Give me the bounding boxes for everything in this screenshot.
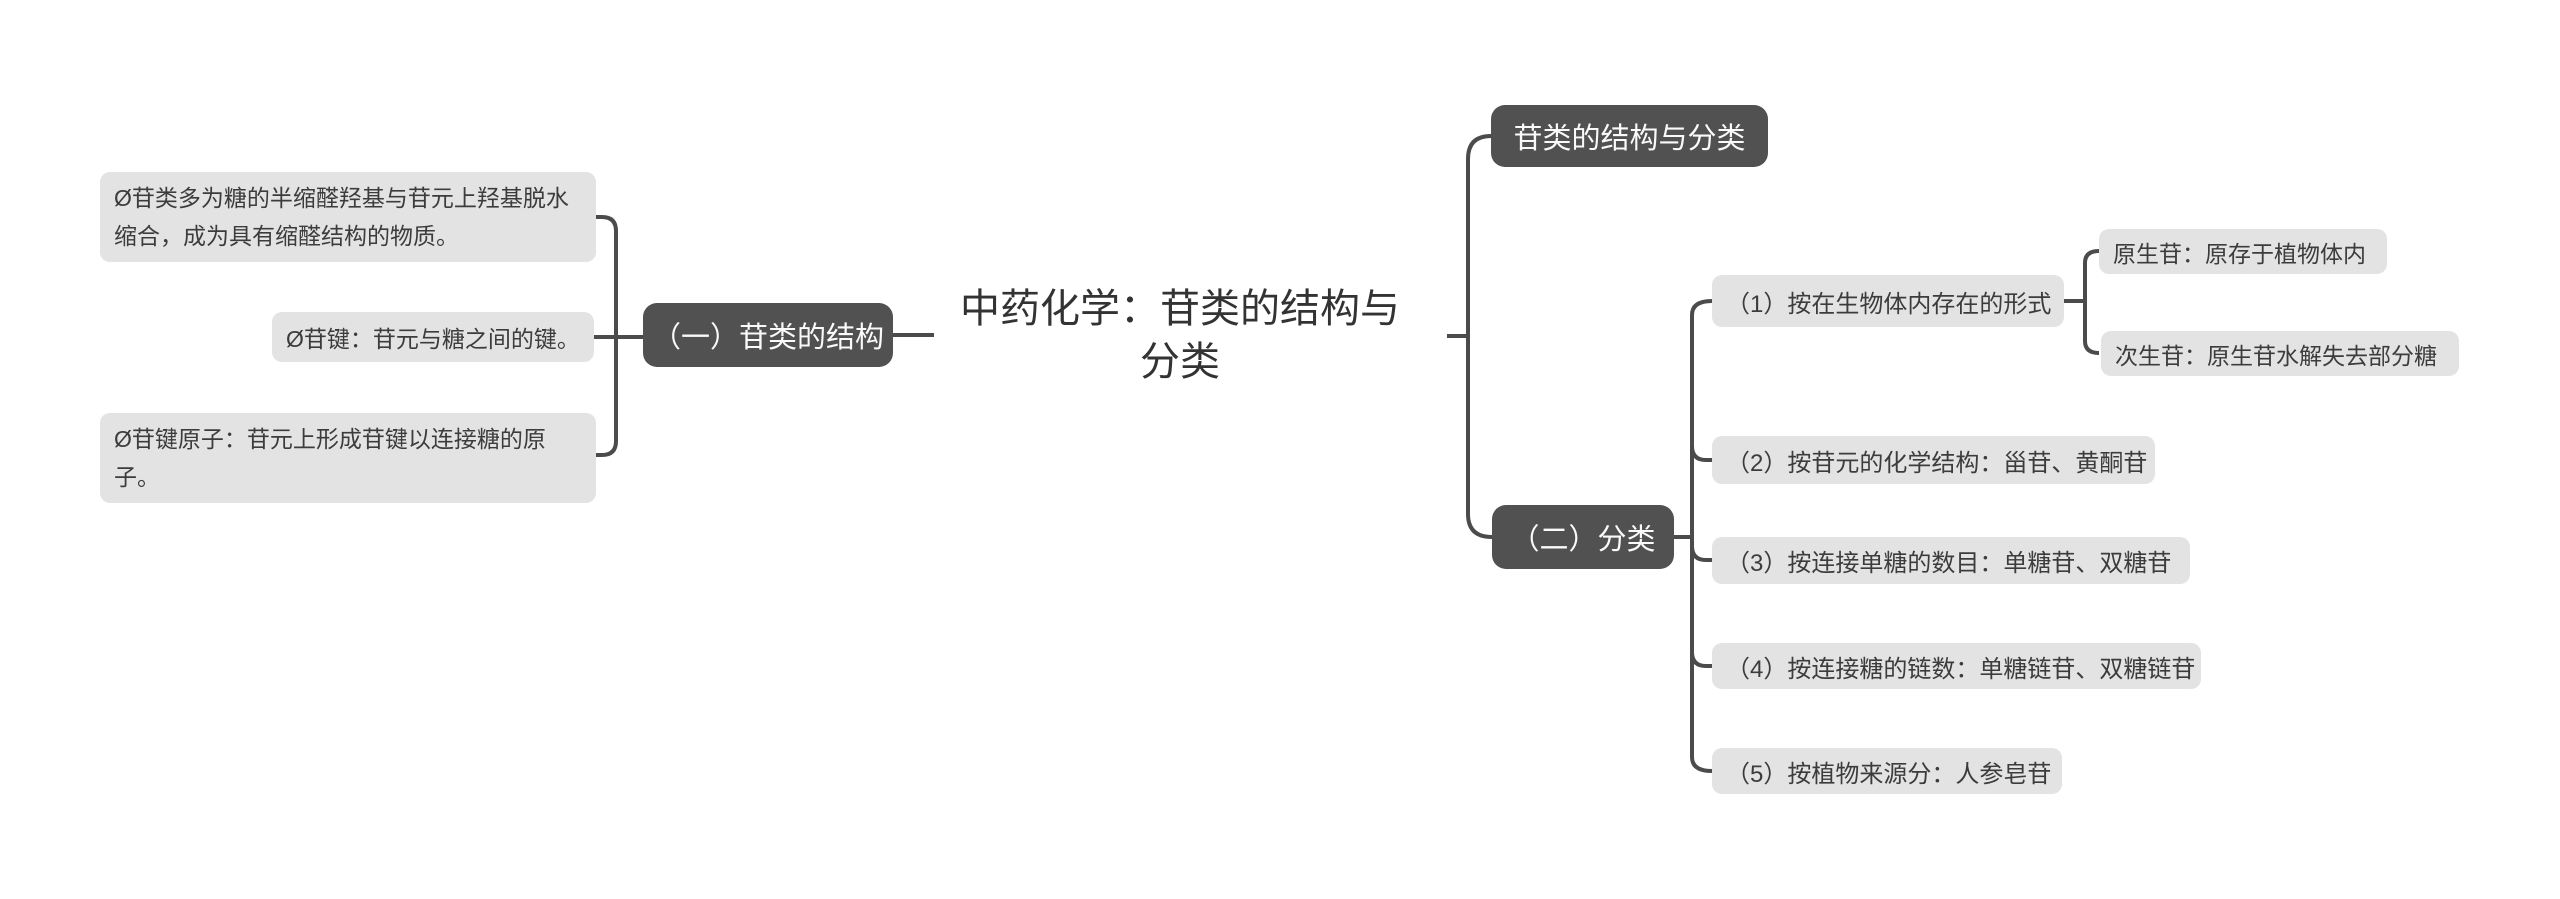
class-item-5[interactable]: （5）按植物来源分：人参皂苷 bbox=[1712, 748, 2062, 794]
class-item-2-label: （2）按苷元的化学结构：甾苷、黄酮苷 bbox=[1726, 449, 2148, 477]
class-item-3[interactable]: （3）按连接单糖的数目：单糖苷、双糖苷 bbox=[1712, 537, 2190, 584]
class-item-3-label: （3）按连接单糖的数目：单糖苷、双糖苷 bbox=[1726, 550, 2172, 577]
class-item-5-label: （5）按植物来源分：人参皂苷 bbox=[1726, 760, 2052, 788]
central-topic-line2: 分类 bbox=[1140, 340, 1220, 384]
branch-header-label: 苷类的结构与分类 bbox=[1513, 123, 1746, 155]
connector-item2 bbox=[1690, 445, 1712, 462]
connector-left-bracket bbox=[596, 215, 618, 457]
class-item-2[interactable]: （2）按苷元的化学结构：甾苷、黄酮苷 bbox=[1712, 436, 2155, 484]
branch-header-node[interactable]: 苷类的结构与分类 bbox=[1491, 105, 1768, 167]
child-secondary-glycoside-label: 次生苷：原生苷水解失去部分糖 bbox=[2115, 342, 2437, 369]
central-topic-line1: 中药化学：苷类的结构与 bbox=[960, 287, 1400, 331]
class-item-1-label: （1）按在生物体内存在的形式 bbox=[1726, 290, 2052, 318]
connector-item4 bbox=[1690, 651, 1712, 668]
child-secondary-glycoside[interactable]: 次生苷：原生苷水解失去部分糖 bbox=[2101, 331, 2459, 376]
note-glycoside-definition[interactable]: Ø苷类多为糖的半缩醛羟基与苷元上羟基脱水缩合，成为具有缩醛结构的物质。 bbox=[100, 172, 596, 262]
connector-item3 bbox=[1690, 545, 1712, 562]
branch-classification-node[interactable]: （二）分类 bbox=[1492, 505, 1674, 569]
child-primary-glycoside[interactable]: 原生苷：原存于植物体内 bbox=[2099, 229, 2387, 274]
note-glycosidic-atom[interactable]: Ø苷键原子：苷元上形成苷键以连接糖的原子。 bbox=[100, 413, 596, 503]
central-topic[interactable]: 中药化学：苷类的结构与 分类 bbox=[880, 283, 1480, 389]
class-item-4-label: （4）按连接糖的链数：单糖链苷、双糖链苷 bbox=[1726, 655, 2196, 683]
note-glycosidic-bond[interactable]: Ø苷键：苷元与糖之间的键。 bbox=[272, 312, 594, 362]
branch-classification-label: （二）分类 bbox=[1510, 524, 1656, 556]
note-glycosidic-atom-text: Ø苷键原子：苷元上形成苷键以连接糖的原子。 bbox=[114, 426, 546, 490]
note-glycoside-definition-text: Ø苷类多为糖的半缩醛羟基与苷元上羟基脱水缩合，成为具有缩醛结构的物质。 bbox=[114, 185, 569, 249]
note-glycosidic-bond-text: Ø苷键：苷元与糖之间的键。 bbox=[286, 326, 580, 352]
branch-structure-node[interactable]: （一）苷类的结构 bbox=[643, 303, 893, 367]
connector-children-bracket bbox=[2083, 249, 2100, 355]
connector-items-trunk bbox=[1690, 299, 1713, 773]
class-item-4[interactable]: （4）按连接糖的链数：单糖链苷、双糖链苷 bbox=[1712, 643, 2201, 689]
branch-structure-label: （一）苷类的结构 bbox=[651, 322, 884, 354]
class-item-1[interactable]: （1）按在生物体内存在的形式 bbox=[1712, 275, 2064, 327]
child-primary-glycoside-label: 原生苷：原存于植物体内 bbox=[2113, 240, 2366, 267]
